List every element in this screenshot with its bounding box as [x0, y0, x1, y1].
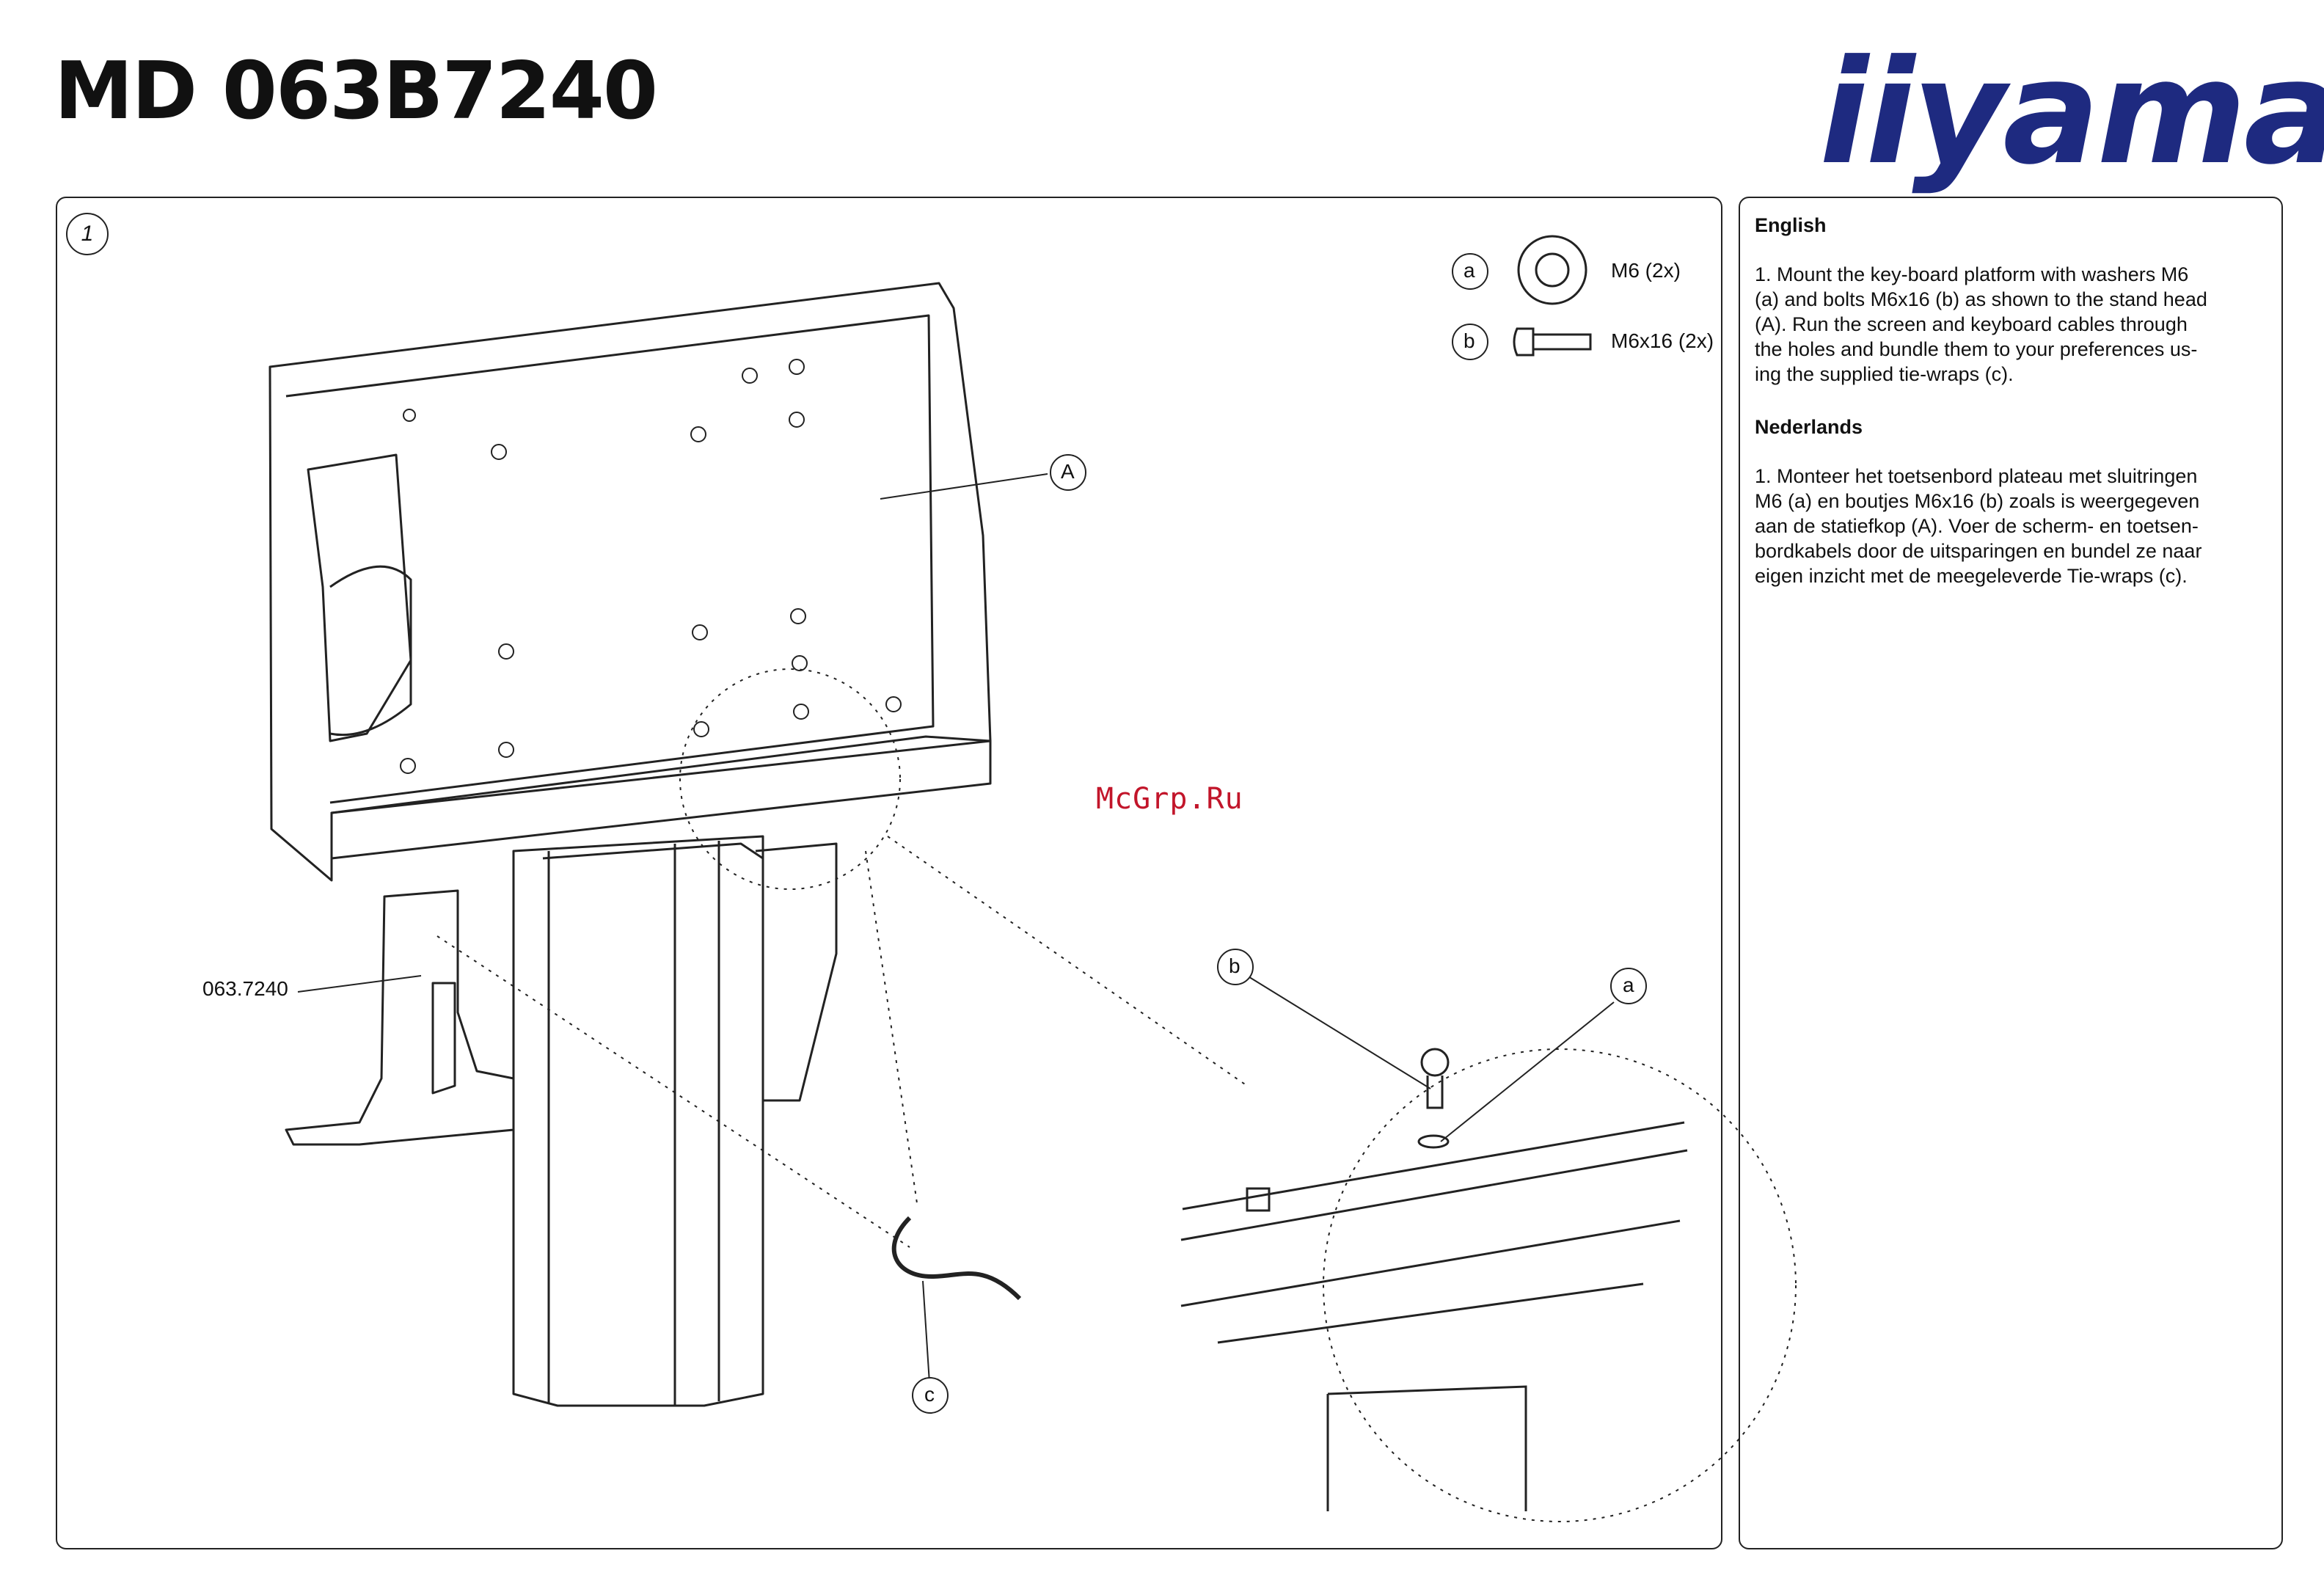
bolt-icon [1513, 327, 1592, 357]
callout-a-circle [1610, 968, 1647, 1004]
dutch-heading: Nederlands [1755, 416, 1863, 438]
english-heading: English [1755, 214, 1827, 236]
stand-head-plate [268, 282, 992, 882]
step-number-badge: 1 [66, 213, 109, 255]
watermark: McGrp.Ru [1096, 782, 1243, 816]
callout-b-label: b [1229, 954, 1240, 977]
instructions-panel: English 1. Mount the key-board platform … [1739, 197, 2283, 1549]
keyboard-bracket [285, 889, 515, 1146]
iiyama-logo: iiyama [1819, 18, 2324, 185]
english-instructions: 1. Mount the key-board platform with was… [1755, 263, 2207, 385]
stand-column [512, 835, 764, 1407]
legend-a-circle [1452, 253, 1488, 290]
detail-source-circle [679, 668, 901, 890]
legend-b-description: M6x16 (2x) [1611, 329, 1714, 352]
legend-b-letter: b [1464, 329, 1475, 352]
tie-wrap [891, 1216, 1022, 1301]
callout-A-label: A [1061, 460, 1075, 483]
callout-A-circle [1050, 454, 1086, 491]
callout-a-label: a [1623, 974, 1634, 996]
dutch-instructions: 1. Monteer het toetsenbord plateau met s… [1755, 465, 2202, 587]
callout-b-circle [1217, 949, 1254, 985]
part-number-label: 063.7240 [202, 977, 288, 1000]
washer-icon [1517, 235, 1587, 305]
legend-a-description: M6 (2x) [1611, 259, 1681, 282]
legend-b-circle [1452, 324, 1488, 360]
legend-a-letter: a [1464, 259, 1475, 282]
callout-c-label: c [924, 1383, 935, 1406]
brand-logo-text: iiyama [1819, 29, 2324, 197]
illustration-panel [56, 197, 1722, 1549]
callout-c-circle [912, 1377, 949, 1414]
detail-zoom-circle [1323, 1048, 1797, 1522]
model-code-title: MD 063B7240 [54, 45, 658, 137]
